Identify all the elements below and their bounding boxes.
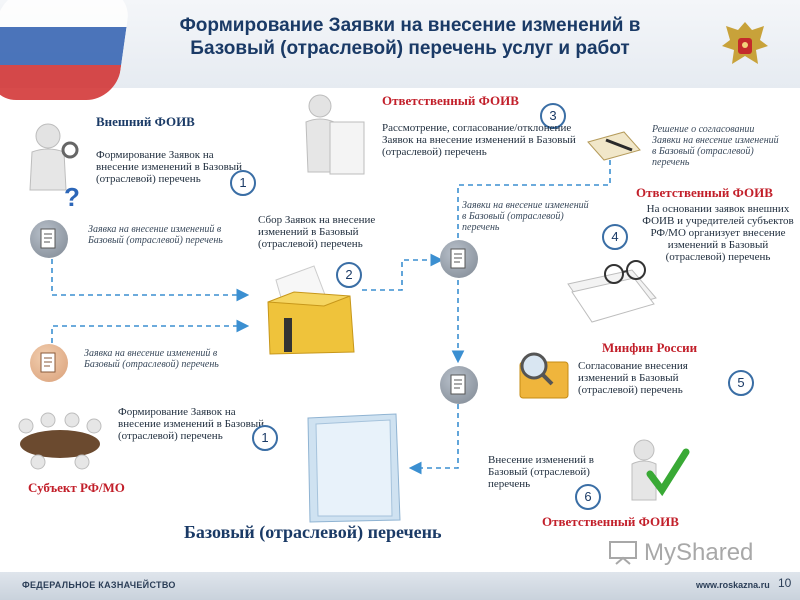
applications-note: Заявки на внесение изменений в Базовый (… xyxy=(462,200,592,233)
person-with-paper-illustration xyxy=(300,92,370,184)
responsible-foiv-4-title: Ответственный ФОИВ xyxy=(636,185,773,201)
step-number-1-bottom: 1 xyxy=(252,425,278,451)
binder-illustration xyxy=(300,412,410,524)
document-icon xyxy=(30,344,68,382)
document-icon xyxy=(440,240,478,278)
folder-box-illustration xyxy=(258,262,362,358)
decision-note: Решение о согласовании Заявки на внесени… xyxy=(652,124,782,168)
step-number-4: 4 xyxy=(602,224,628,250)
title-line-2: Базовый (отраслевой) перечень услуг и ра… xyxy=(130,37,690,60)
external-foiv-title: Внешний ФОИВ xyxy=(96,114,195,130)
meeting-table-illustration xyxy=(8,404,112,474)
watermark: MyShared xyxy=(608,536,768,570)
document-icon xyxy=(440,366,478,404)
footer-website-link[interactable]: www.roskazna.ru xyxy=(696,580,770,590)
step-number-1-top: 1 xyxy=(230,170,256,196)
minfin-title: Минфин России xyxy=(602,340,697,356)
collect-text: Сбор Заявок на внесение изменений в Базо… xyxy=(258,214,418,250)
document-icon xyxy=(30,220,68,258)
page-number: 10 xyxy=(778,576,791,590)
emblem-icon xyxy=(716,16,774,74)
responsible-foiv-6-title: Ответственный ФОИВ xyxy=(542,514,679,530)
subject-title: Субъект РФ/МО xyxy=(28,480,125,496)
svg-text:?: ? xyxy=(64,182,80,210)
application-note-2: Заявка на внесение изменений в Базовый (… xyxy=(84,348,224,370)
step-number-5: 5 xyxy=(728,370,754,396)
checkmark-person-illustration xyxy=(620,436,690,506)
footer-organization: ФЕДЕРАЛЬНОЕ КАЗНАЧЕЙСТВО xyxy=(22,580,176,590)
watermark-text: MyShared xyxy=(644,539,753,567)
thinking-person-illustration: ? xyxy=(14,120,84,210)
minfin-text: Согласование внесения изменений в Базовы… xyxy=(578,360,728,396)
presentation-icon xyxy=(608,540,638,566)
responsible-foiv-4-text: На основании заявок внешних ФОИВ и учред… xyxy=(640,203,796,263)
page-title: Формирование Заявки на внесение изменени… xyxy=(130,14,690,60)
title-line-1: Формирование Заявки на внесение изменени… xyxy=(130,14,690,37)
step-number-6: 6 xyxy=(575,484,601,510)
russian-flag-graphic xyxy=(0,0,132,100)
signing-documents-illustration xyxy=(584,128,644,162)
base-list-caption: Базовый (отраслевой) перечень xyxy=(184,522,442,543)
responsible-foiv-3-text: Рассмотрение, согласование/отклонение За… xyxy=(382,122,582,158)
papers-with-glasses-illustration xyxy=(562,254,662,324)
folder-magnifier-illustration xyxy=(512,348,574,404)
application-note-1: Заявка на внесение изменений в Базовый (… xyxy=(88,224,228,246)
responsible-foiv-3-title: Ответственный ФОИВ xyxy=(382,93,519,109)
apply-text: Внесение изменений в Базовый (отраслевой… xyxy=(488,454,628,490)
